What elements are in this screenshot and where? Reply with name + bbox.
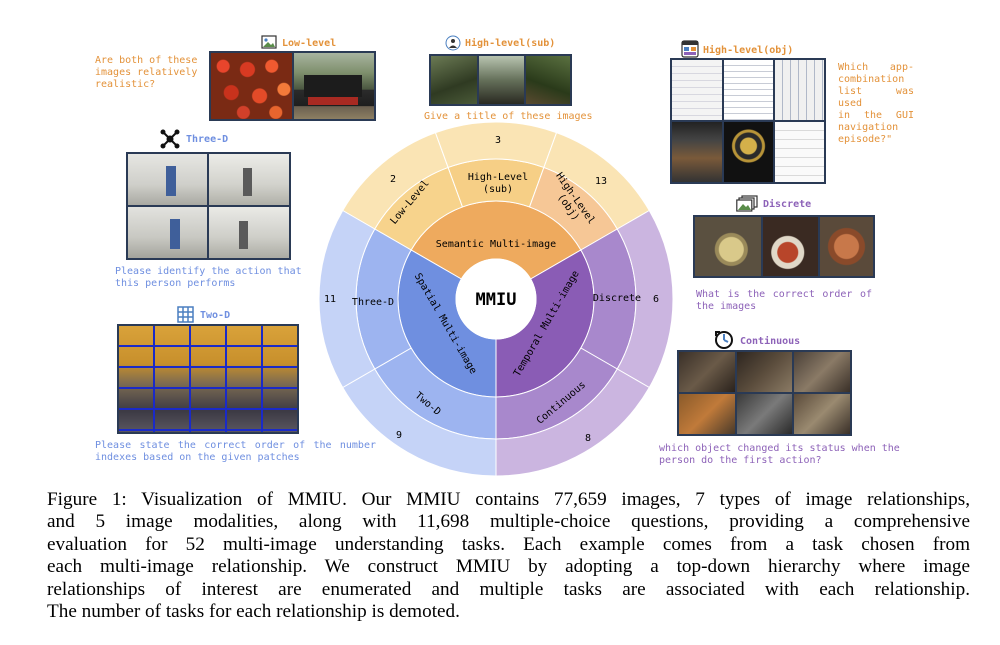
caption-line: Figure 1: Visualization of MMIU. Our MMI… xyxy=(47,489,970,510)
mid-label-high-level-sub-1: High-Level xyxy=(468,172,528,183)
count-high-level-sub: 3 xyxy=(495,135,501,146)
gui-screenshot-3 xyxy=(775,60,824,120)
gui-screenshot-2 xyxy=(724,60,773,120)
mid-label-three-d: Three-D xyxy=(352,297,394,308)
cooking-image-1 xyxy=(695,217,761,276)
gui-screenshot-1 xyxy=(672,60,722,120)
inner-label-semantic: Semantic Multi-image xyxy=(436,239,556,250)
outer-sector-three-d xyxy=(318,209,376,389)
grid-icon xyxy=(177,306,194,323)
three-d-image-frame xyxy=(126,152,291,260)
room-image-3 xyxy=(128,207,207,258)
low-level-title: Low-level xyxy=(282,38,337,49)
person-scene-icon xyxy=(445,35,461,51)
high-level-obj-question: Which app- combination list was used in … xyxy=(838,62,914,145)
scene-image-3 xyxy=(526,56,570,104)
two-d-image-frame xyxy=(117,324,299,434)
gui-screenshot-5 xyxy=(724,122,773,182)
scene-image-2 xyxy=(479,56,524,104)
video-frame-1 xyxy=(679,352,735,392)
high-level-sub-title: High-level(sub) xyxy=(465,38,556,49)
caption-line: The number of tasks for each relationshi… xyxy=(47,601,460,623)
three-d-question: Please identify the action that this per… xyxy=(115,266,302,289)
discrete-question: What is the correct order of the images xyxy=(696,289,872,312)
high-level-obj-image-frame xyxy=(670,58,826,184)
patch-grid xyxy=(119,326,297,432)
mid-label-high-level-sub-2: (sub) xyxy=(483,184,513,195)
high-level-sub-question: Give a title of these images xyxy=(424,111,593,122)
count-high-level-obj: 13 xyxy=(595,176,607,187)
high-level-sub-image-frame xyxy=(429,54,572,106)
count-discrete: 6 xyxy=(653,294,659,305)
train-image xyxy=(294,53,374,119)
cooking-image-3 xyxy=(820,217,873,276)
count-continuous: 8 xyxy=(585,433,591,444)
video-frame-4 xyxy=(679,394,735,434)
video-frame-3 xyxy=(794,352,850,392)
room-image-2 xyxy=(209,154,289,205)
discrete-title: Discrete xyxy=(763,199,812,210)
center-label: MMIU xyxy=(476,290,517,310)
video-frame-6 xyxy=(794,394,850,434)
low-level-image-frame xyxy=(209,51,376,121)
image-stack-icon xyxy=(736,195,758,212)
room-image-1 xyxy=(128,154,207,205)
center-circle xyxy=(455,258,537,340)
video-frame-2 xyxy=(737,352,792,392)
clock-icon xyxy=(715,331,733,349)
figure-caption: Figure 1: Visualization of MMIU. Our MMI… xyxy=(47,489,970,623)
scene-image-1 xyxy=(431,56,477,104)
continuous-title: Continuous xyxy=(740,336,801,347)
three-d-title: Three-D xyxy=(186,134,229,145)
continuous-image-frame xyxy=(677,350,852,436)
continuous-question: which object changed its status when the… xyxy=(659,443,900,466)
two-d-question: Please state the correct order of the nu… xyxy=(95,440,376,463)
count-two-d: 9 xyxy=(396,430,402,441)
molecule-icon xyxy=(160,129,180,149)
video-frame-5 xyxy=(737,394,792,434)
caption-line: evaluation for 52 multi-image understand… xyxy=(47,533,970,555)
mid-label-discrete: Discrete xyxy=(593,293,641,304)
tomatoes-image xyxy=(211,53,292,119)
caption-line: each multi-image relationship. We constr… xyxy=(47,556,970,578)
gui-screenshot-6 xyxy=(775,122,824,182)
high-level-obj-title: High-level(obj) xyxy=(703,45,794,56)
room-image-4 xyxy=(209,207,289,258)
count-three-d: 11 xyxy=(324,294,336,305)
gui-window-icon xyxy=(681,40,699,58)
two-d-title: Two-D xyxy=(200,310,231,321)
cooking-image-2 xyxy=(763,217,818,276)
gui-screenshot-4 xyxy=(672,122,722,182)
count-low-level: 2 xyxy=(390,174,396,185)
landscape-image-icon xyxy=(261,35,277,49)
discrete-image-frame xyxy=(693,215,875,278)
low-level-question: Are both of these images relatively real… xyxy=(95,55,198,90)
caption-line: and 5 image modalities, along with 11,69… xyxy=(47,511,970,533)
caption-line: relationships of interest are enumerated… xyxy=(47,578,970,600)
